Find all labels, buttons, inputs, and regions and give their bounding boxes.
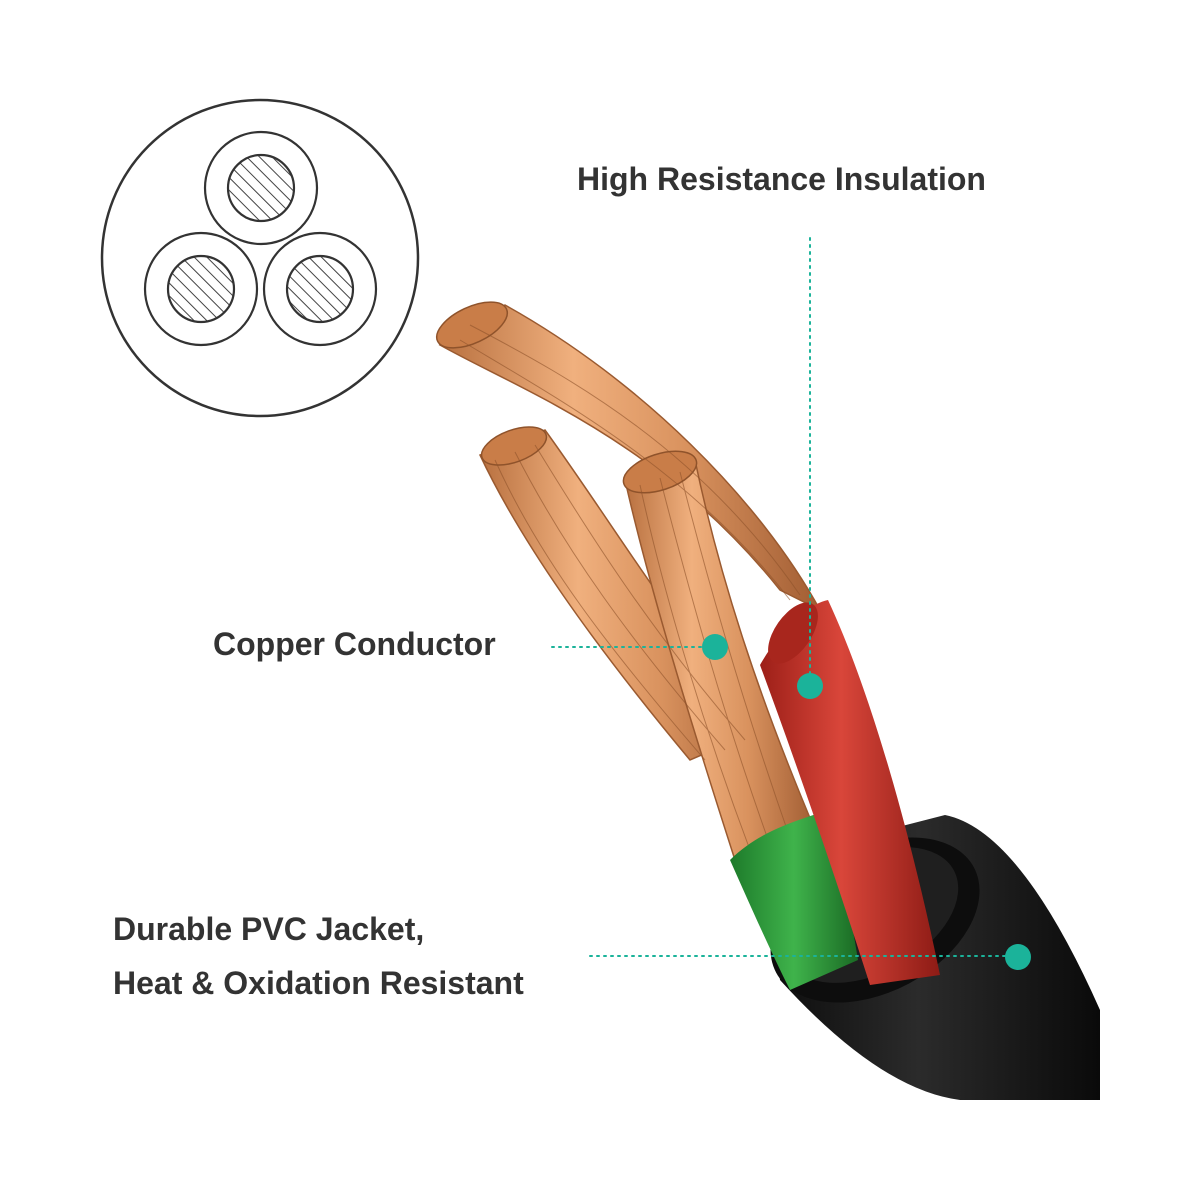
copper-conductor: [435, 301, 822, 861]
callout-dot-jacket: [1005, 944, 1031, 970]
label-copper-conductor: Copper Conductor: [213, 626, 496, 662]
green-insulation: [730, 812, 858, 990]
label-high-resistance-insulation: High Resistance Insulation: [577, 161, 986, 197]
cross-section-icon: [100, 98, 420, 418]
label-pvc-jacket-line2: Heat & Oxidation Resistant: [113, 965, 524, 1001]
callout-dot-insulation: [797, 673, 823, 699]
callout-lines: [551, 237, 1016, 957]
label-pvc-jacket-line1: Durable PVC Jacket,: [113, 911, 425, 947]
callout-dot-conductor: [702, 634, 728, 660]
